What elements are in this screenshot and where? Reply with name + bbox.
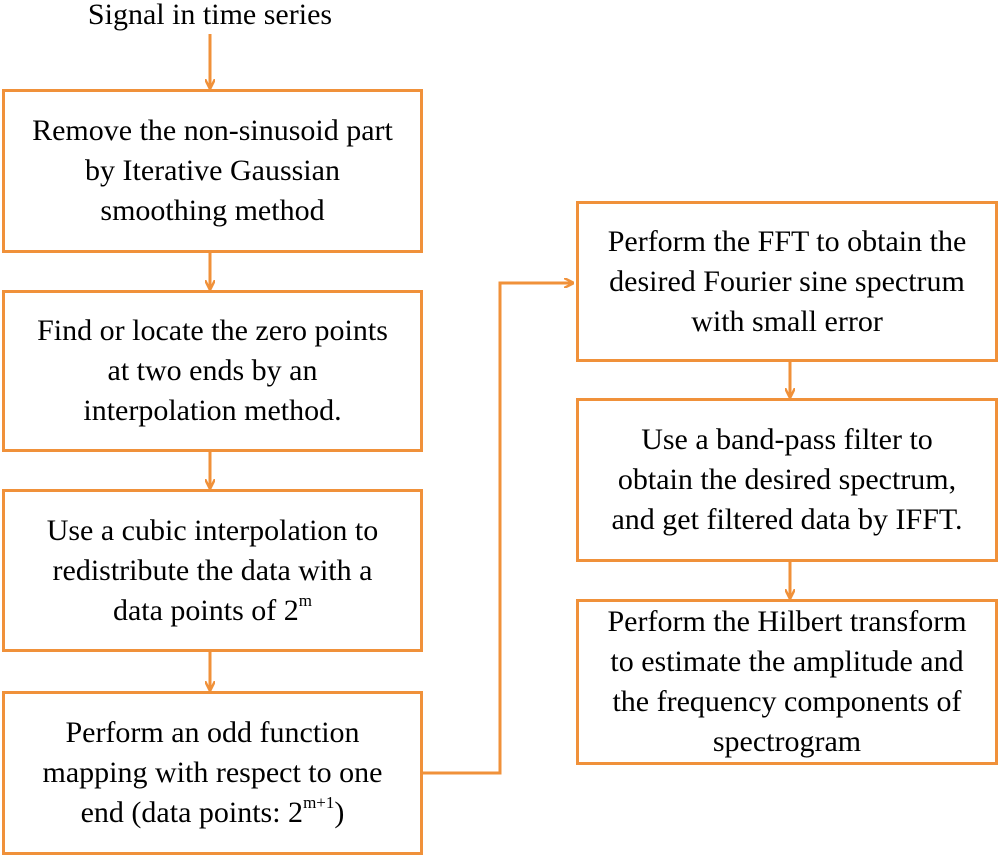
step1-box: Remove the non-sinusoid part by Iterativ… — [2, 89, 423, 253]
step6-line2: obtain the desired spectrum, — [617, 463, 957, 496]
step5-box: Perform the FFT to obtain the desired Fo… — [576, 201, 998, 362]
step3-line2: redistribute the data with a — [52, 553, 373, 587]
step3-line3-wrap: data points of 2m — [47, 591, 379, 631]
start-label: Signal in time series — [87, 0, 333, 31]
step2-line2: at two ends by an — [107, 354, 318, 387]
step1-line3: smoothing method — [100, 194, 325, 227]
step3-box: Use a cubic interpolation to redistribut… — [2, 489, 423, 652]
step4-exponent: m+1 — [303, 793, 335, 812]
step7-line4: spectrogram — [712, 725, 862, 758]
step7-line3: the frequency components of — [612, 685, 962, 718]
step4-suffix: ) — [334, 796, 345, 829]
step1-line2: by Iterative Gaussian — [85, 154, 340, 187]
step6-line3: and get filtered data by IFFT. — [611, 503, 963, 536]
step5-line2: desired Fourier sine spectrum — [609, 264, 965, 298]
step7-line2: to estimate the amplitude and — [610, 645, 964, 678]
step6-box: Use a band-pass filter to obtain the des… — [576, 398, 998, 562]
step4-line1: Perform an odd function — [65, 716, 360, 749]
step4-line3-wrap: end (data points: 2m+1) — [43, 793, 383, 833]
step6-line1: Use a band-pass filter to — [641, 423, 933, 456]
step5-line3: with small error — [691, 304, 883, 338]
step2-box: Find or locate the zero points at two en… — [2, 290, 423, 452]
step3-line3: data points of 2 — [112, 593, 299, 627]
step3-line1: Use a cubic interpolation to — [46, 513, 379, 547]
step1-line1: Remove the non-sinusoid part — [32, 114, 393, 147]
step3-exponent: m — [298, 590, 313, 610]
step2-line3: interpolation method. — [83, 394, 342, 427]
step5-line1: Perform the FFT to obtain the — [607, 224, 967, 258]
step4-line3: end (data points: 2 — [80, 796, 304, 829]
arrow-step4-to-step5 — [423, 283, 573, 775]
step7-box: Perform the Hilbert transform to estimat… — [576, 599, 998, 765]
step7-line1: Perform the Hilbert transform — [607, 605, 967, 638]
step4-line2: mapping with respect to one — [42, 756, 383, 789]
step2-line1: Find or locate the zero points — [37, 314, 388, 347]
step4-box: Perform an odd function mapping with res… — [2, 691, 423, 855]
